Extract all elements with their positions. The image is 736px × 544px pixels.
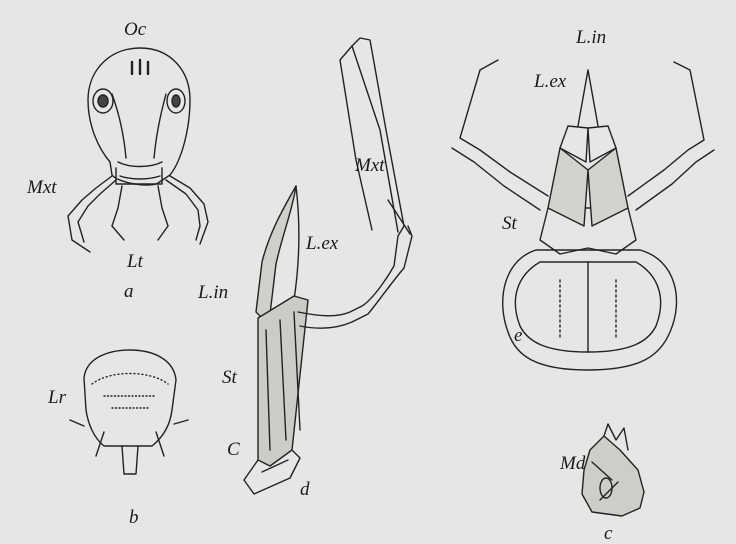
label-oc: Oc [124, 20, 146, 39]
panel-a-head-drawing [68, 48, 208, 252]
label-c: C [227, 440, 240, 459]
label-st-e: St [502, 214, 517, 233]
panel-c-mandible-drawing [582, 424, 644, 516]
panel-letter-b: b [129, 508, 139, 527]
label-md: Md [560, 454, 585, 473]
label-lin-e: L.in [576, 28, 606, 47]
panel-e-labium-drawing [452, 60, 714, 370]
panel-letter-e: e [514, 326, 522, 345]
label-lin-d: L.in [198, 283, 228, 302]
panel-b-labrum-drawing [70, 350, 188, 474]
label-lex-d: L.ex [306, 234, 338, 253]
label-st-d: St [222, 368, 237, 387]
label-mxt-a: Mxt [27, 178, 57, 197]
panel-d-maxilla-drawing [244, 38, 412, 494]
panel-letter-a: a [124, 282, 134, 301]
panel-letter-d: d [300, 480, 310, 499]
label-lr: Lr [48, 388, 66, 407]
label-mxt-d: Mxt [355, 156, 385, 175]
label-lex-e: L.ex [534, 72, 566, 91]
label-lt: Lt [127, 252, 143, 271]
panel-letter-c: c [604, 524, 612, 543]
